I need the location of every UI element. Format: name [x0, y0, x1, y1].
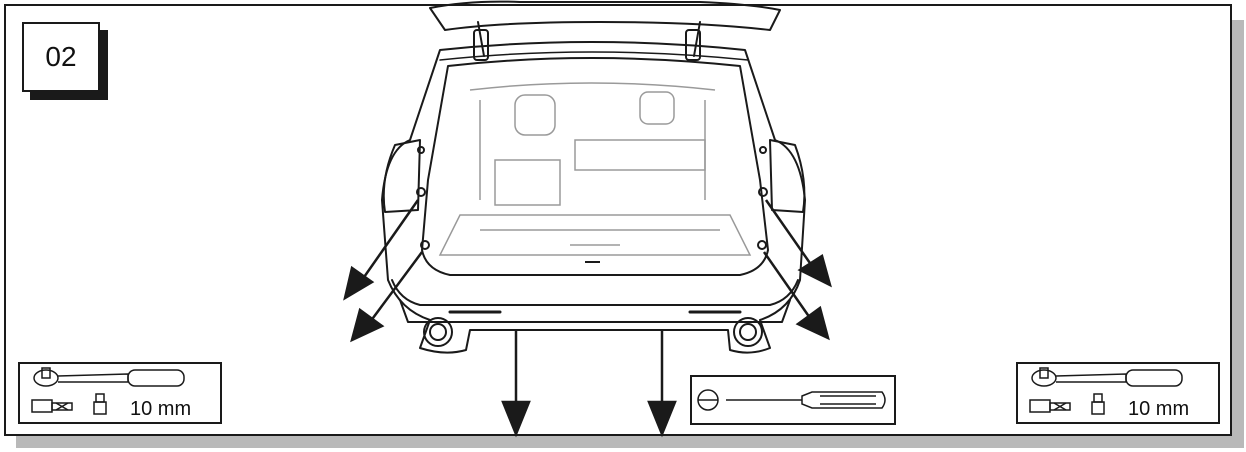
cargo-interior [438, 82, 752, 263]
flathead-screwdriver-icon [697, 389, 886, 411]
left-socket-size: 10 mm [130, 398, 192, 420]
arrow-center-right [647, 400, 677, 438]
tool-box-screwdriver [690, 375, 896, 425]
arrow-left-upper [343, 265, 375, 301]
left-wheel [423, 317, 453, 347]
tool-box-right-ratchet: 10 mm [1016, 362, 1220, 424]
rear-bumper [391, 279, 799, 306]
arrow-center-left [501, 400, 531, 438]
tool-box-left-ratchet: 10 mm [18, 362, 222, 424]
right-wheel [733, 317, 763, 347]
ratchet-socket-icon [1029, 367, 1183, 415]
open-tailgate [429, 0, 781, 31]
ratchet-socket-icon [31, 367, 185, 415]
right-socket-size: 10 mm [1128, 398, 1190, 420]
arrow-right-lower [795, 305, 830, 341]
step-number-badge: 02 [22, 22, 100, 92]
car-body [381, 41, 806, 354]
arrow-right-upper [797, 254, 832, 288]
cargo-opening [421, 57, 769, 276]
arrow-left-lower [350, 307, 385, 343]
left-tail-light [382, 139, 421, 213]
step-number: 02 [45, 41, 77, 72]
right-tail-light [769, 139, 806, 213]
